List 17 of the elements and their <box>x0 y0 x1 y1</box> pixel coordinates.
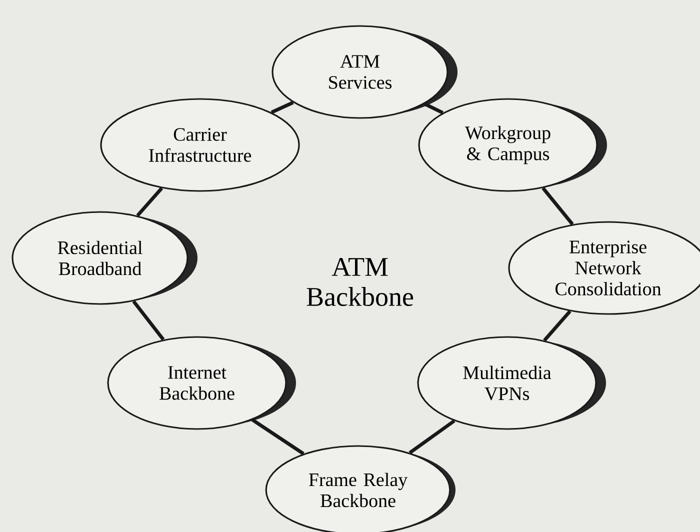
ellipse-node: ATM Services <box>272 25 458 119</box>
ring-line <box>132 300 165 341</box>
ring-line <box>543 310 572 342</box>
ring-line <box>542 186 574 226</box>
ellipse-node: Workgroup & Campus <box>418 98 607 192</box>
ring-line <box>408 419 456 454</box>
ellipse-node: Residential Broadband <box>12 211 198 305</box>
ellipse-node: Internet Backbone <box>107 336 296 430</box>
ring-line <box>424 102 444 114</box>
center-label: ATM Backbone <box>306 258 414 306</box>
ring-line <box>270 100 294 114</box>
ring-line <box>136 187 164 217</box>
ellipse-node: Carrier Infrastructure <box>100 98 300 192</box>
ellipse-node: Enterprise Network Consolidation <box>508 221 700 315</box>
ellipse-node: Multimedia VPNs <box>417 336 606 430</box>
ring-line <box>251 418 304 456</box>
ellipse-node: Frame Relay Backbone <box>265 445 456 532</box>
